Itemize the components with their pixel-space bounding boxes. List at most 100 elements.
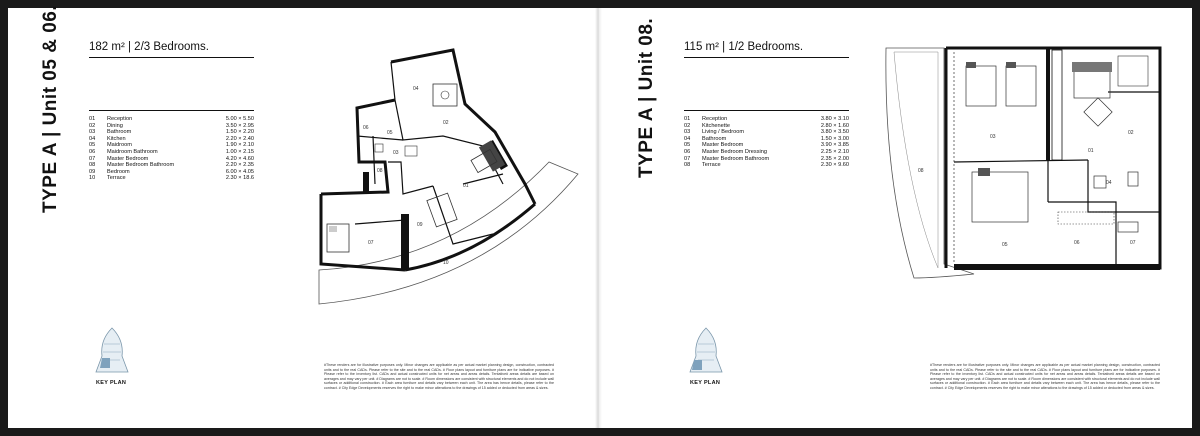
room-number: 01: [684, 116, 691, 122]
left-table-rule: [89, 110, 254, 111]
right-plan-label: 05: [1002, 242, 1008, 248]
right-disclaimer: #These renders are for illustrative purp…: [930, 363, 1160, 390]
room-number: 08: [684, 162, 691, 169]
room-dimensions: 3.50 × 2.95: [225, 122, 254, 129]
room-dimensions: 2.30 × 9.60: [820, 162, 849, 169]
room-row: 08 Terrace 2.30 × 9.60: [684, 162, 849, 169]
right-plan-label: 01: [1088, 148, 1094, 154]
left-plan-label: 08: [377, 168, 383, 174]
left-plan-label: 09: [417, 222, 423, 228]
room-dimensions: 5.00 × 5.50: [225, 116, 254, 122]
right-plan-label: 06: [1074, 240, 1080, 246]
left-key-plan-label: KEY PLAN: [96, 380, 127, 386]
room-row: 06 Maidroom Bathroom 1.00 × 2.15: [89, 149, 254, 156]
room-row: 10 Terrace 2.30 × 18.6: [89, 175, 254, 182]
room-name: Bedroom: [107, 168, 130, 175]
room-number: 05: [89, 142, 96, 149]
right-table-rule: [684, 110, 849, 111]
room-number: 06: [684, 148, 691, 155]
left-disclaimer: #These renders are for illustrative purp…: [324, 363, 554, 390]
left-plan-label: 03: [393, 150, 399, 156]
room-dimensions: 1.50 × 3.00: [820, 135, 849, 142]
room-number: 04: [684, 135, 691, 142]
room-row: 08 Master Bedroom Bathroom 2.20 × 2.35: [89, 162, 254, 169]
room-number: 01: [89, 116, 96, 122]
room-dimensions: 2.80 × 1.60: [820, 122, 849, 129]
room-dimensions: 1.00 × 2.15: [225, 148, 254, 155]
left-plan-label: 07: [368, 240, 374, 246]
room-name: Master Bedroom: [107, 155, 149, 162]
left-plan-label: 01: [463, 183, 469, 189]
room-dimensions: 3.80 × 3.50: [820, 129, 849, 136]
right-key-plan-icon: [689, 327, 723, 373]
page-fold: [595, 8, 602, 428]
room-dimensions: 2.20 × 2.35: [225, 162, 254, 169]
room-number: 02: [684, 122, 691, 129]
room-dimensions: 1.90 × 2.10: [225, 142, 254, 149]
left-plan-label: 10: [443, 260, 449, 266]
room-dimensions: 3.80 × 3.10: [820, 116, 849, 122]
right-plan-label: 04: [1106, 180, 1112, 186]
left-plan-label: 05: [387, 130, 393, 136]
room-name: Reception: [107, 116, 133, 122]
room-name: Dining: [107, 122, 123, 129]
room-row: 05 Maidroom 1.90 × 2.10: [89, 142, 254, 149]
room-number: 08: [89, 162, 96, 169]
room-name: Maidroom Bathroom: [107, 148, 158, 155]
right-page-title: TYPE A | Unit 08.: [636, 17, 657, 178]
room-dimensions: 6.00 × 4.05: [225, 168, 254, 175]
room-row: 09 Bedroom 6.00 × 4.05: [89, 169, 254, 176]
left-floor-plan: 01 02 03 04 05 06 07 08 09 10: [318, 48, 579, 305]
left-key-plan-icon: [95, 327, 129, 373]
room-number: 03: [684, 129, 691, 136]
right-title-rule: [684, 57, 849, 58]
right-unit-size: 115 m² | 1/2 Bedrooms.: [684, 41, 804, 53]
room-dimensions: 2.20 × 2.40: [225, 135, 254, 142]
room-name: Bathroom: [107, 129, 132, 136]
room-dimensions: 3.90 × 3.85: [820, 142, 849, 149]
right-floor-plan: 01 02 03 04 05 06 07 08: [885, 46, 1162, 279]
room-row: 07 Master Bedroom Bathroom 2.35 × 2.00: [684, 156, 849, 163]
room-dimensions: 1.50 × 2.20: [225, 129, 254, 136]
room-number: 03: [89, 129, 96, 136]
left-plan-label: 06: [363, 125, 369, 131]
room-number: 06: [89, 148, 96, 155]
left-title-rule: [89, 57, 254, 58]
room-dimensions: 2.25 × 2.10: [820, 148, 849, 155]
room-number: 09: [89, 168, 96, 175]
room-name: Master Bedroom: [702, 142, 744, 149]
room-dimensions: 2.30 × 18.6: [225, 175, 254, 182]
room-number: 10: [89, 175, 96, 182]
room-row: 04 Kitchen 2.20 × 2.40: [89, 136, 254, 143]
right-plan-label: 03: [990, 134, 996, 140]
right-key-plan-label: KEY PLAN: [690, 380, 721, 386]
left-plan-label: 04: [413, 86, 419, 92]
room-name: Living / Bedroom: [702, 129, 744, 136]
room-row: 01 Reception 5.00 × 5.50: [89, 116, 254, 123]
room-number: 07: [89, 155, 96, 162]
room-number: 07: [684, 155, 691, 162]
room-number: 04: [89, 135, 96, 142]
left-unit-size: 182 m² | 2/3 Bedrooms.: [89, 41, 209, 53]
room-row: 01 Reception 3.80 × 3.10: [684, 116, 849, 123]
room-row: 07 Master Bedroom 4.20 × 4.60: [89, 156, 254, 163]
room-name: Master Bedroom Bathroom: [107, 162, 175, 169]
room-name: Reception: [702, 116, 728, 122]
room-name: Terrace: [107, 175, 126, 182]
room-name: Kitchen: [107, 135, 126, 142]
room-name: Maidroom: [107, 142, 132, 149]
right-plan-label: 08: [918, 168, 924, 174]
room-row: 03 Living / Bedroom 3.80 × 3.50: [684, 129, 849, 136]
room-dimensions: 4.20 × 4.60: [225, 155, 254, 162]
right-plan-label: 02: [1128, 130, 1134, 136]
left-page-title: TYPE A | Unit 05 & 06.: [40, 4, 61, 213]
room-name: Master Bedroom Bathroom: [702, 155, 770, 162]
room-dimensions: 2.35 × 2.00: [820, 155, 849, 162]
room-name: Terrace: [702, 162, 721, 169]
